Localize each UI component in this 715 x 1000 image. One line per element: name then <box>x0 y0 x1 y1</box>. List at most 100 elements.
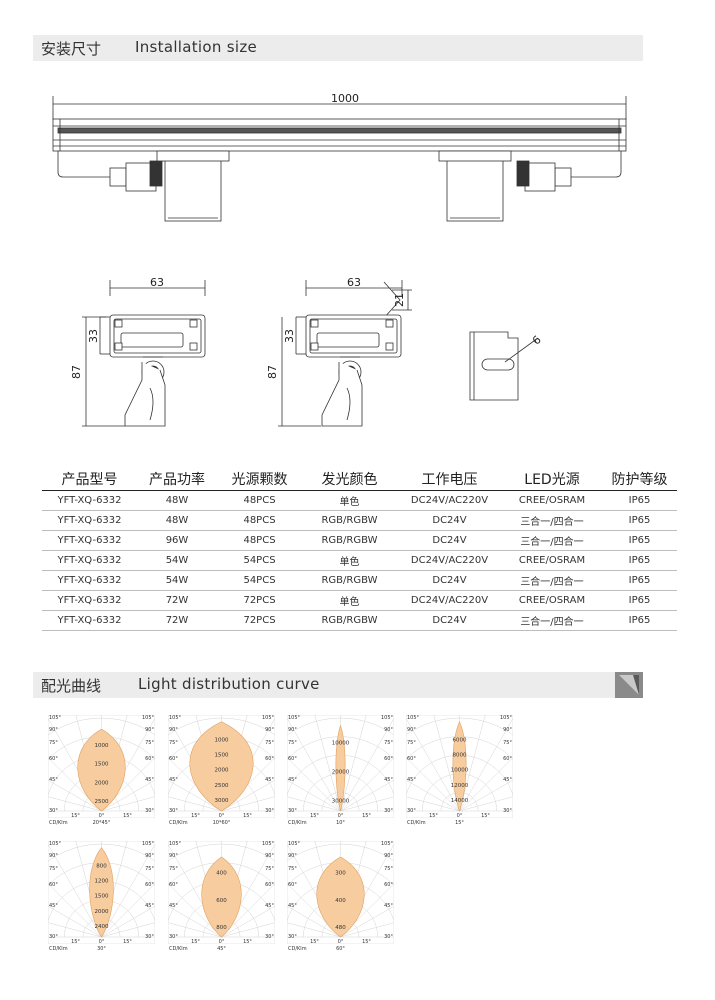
bottom-angle-label: 0° <box>338 939 344 945</box>
grid-arc <box>287 717 394 736</box>
unit-label: CD/Klm <box>49 946 68 952</box>
angle-label-right: 105° <box>262 715 275 721</box>
angle-label-left: 90° <box>407 727 416 733</box>
table-cell: 48PCS <box>217 530 302 551</box>
angle-label-left: 45° <box>288 903 297 909</box>
beam-angle-label: 45° <box>217 946 226 952</box>
unit-label: CD/Klm <box>288 946 307 952</box>
grid-arc <box>406 717 513 736</box>
angle-label-right: 45° <box>384 777 393 783</box>
table-cell: 48PCS <box>217 490 302 511</box>
table-cell: DC24V <box>397 610 502 631</box>
bottom-angle-label: 15° <box>362 939 371 945</box>
angle-label-left: 45° <box>407 777 416 783</box>
angle-label-right: 30° <box>145 934 154 940</box>
section-title-cn: 安装尺寸 <box>41 40 102 58</box>
intensity-label: 12000 <box>451 783 469 789</box>
table-cell: IP65 <box>602 570 677 591</box>
table-cell: YFT-XQ-6332 <box>42 530 137 551</box>
col-header: 产品功率 <box>137 468 217 491</box>
angle-label-left: 30° <box>49 808 58 814</box>
section-header-light-distribution: 配光曲线 Light distribution curve <box>33 672 643 698</box>
angle-label-right: 75° <box>384 866 393 872</box>
bottom-angle-label: 0° <box>457 813 463 819</box>
installation-drawing: 1000 63 33 87 <box>52 92 627 427</box>
bottom-angle-label: 15° <box>310 939 319 945</box>
table-cell: 54PCS <box>217 570 302 591</box>
beam-angle-label: 15° <box>455 820 464 826</box>
intensity-label: 2500 <box>215 783 229 789</box>
dim-length: 1000 <box>331 92 359 105</box>
table-cell: 三合一/四合一 <box>502 510 602 531</box>
angle-label-right: 60° <box>265 756 274 762</box>
angle-label-left: 30° <box>288 934 297 940</box>
section-title-cn: 配光曲线 <box>41 677 102 695</box>
bottom-angle-label: 15° <box>191 813 200 819</box>
col-header: 产品型号 <box>42 468 137 491</box>
intensity-label: 20000 <box>332 769 350 775</box>
angle-label-left: 30° <box>407 808 416 814</box>
table-cell: 72PCS <box>217 590 302 611</box>
table-cell: 96W <box>137 530 217 551</box>
angle-label-left: 45° <box>169 777 178 783</box>
angle-label-right: 30° <box>384 808 393 814</box>
angle-label-left: 105° <box>49 715 62 721</box>
bottom-angle-label: 15° <box>310 813 319 819</box>
table-cell: YFT-XQ-6332 <box>42 490 137 511</box>
angle-label-right: 30° <box>503 808 512 814</box>
intensity-label: 2000 <box>215 768 229 774</box>
angle-label-left: 30° <box>49 934 58 940</box>
table-cell: 三合一/四合一 <box>502 530 602 551</box>
intensity-label: 480 <box>335 925 346 931</box>
angle-label-left: 60° <box>49 882 58 888</box>
angle-label-right: 30° <box>145 808 154 814</box>
angle-label-left: 75° <box>49 740 58 746</box>
angle-label-right: 75° <box>145 740 154 746</box>
angle-label-left: 105° <box>407 715 420 721</box>
table-cell: 48W <box>137 490 217 511</box>
angle-label-left: 45° <box>49 903 58 909</box>
table-cell: 72PCS <box>217 610 302 631</box>
table-cell: 48PCS <box>217 510 302 531</box>
intensity-label: 1000 <box>215 737 229 743</box>
angle-label-left: 45° <box>288 777 297 783</box>
spec-table: 产品型号 产品功率 光源颗数 发光颜色 工作电压 LED光源 防护等级 YFT-… <box>42 468 677 631</box>
intensity-label: 10000 <box>332 740 350 746</box>
intensity-label: 8000 <box>453 753 467 759</box>
beam-shape <box>335 724 346 812</box>
spec-table-header: 产品型号 产品功率 光源颗数 发光颜色 工作电压 LED光源 防护等级 <box>42 468 677 491</box>
col-header: 防护等级 <box>602 468 677 491</box>
angle-label-right: 45° <box>145 777 154 783</box>
angle-label-right: 30° <box>265 934 274 940</box>
corner-logo-icon <box>615 672 643 698</box>
dim-h87-b: 87 <box>266 365 279 379</box>
angle-label-left: 30° <box>169 934 178 940</box>
col-header: 工作电压 <box>397 468 502 491</box>
angle-label-right: 105° <box>262 841 275 847</box>
angle-label-right: 30° <box>384 934 393 940</box>
table-cell: DC24V <box>397 570 502 591</box>
angle-label-left: 90° <box>49 727 58 733</box>
unit-label: CD/Klm <box>169 820 188 826</box>
intensity-label: 400 <box>335 898 346 904</box>
bottom-angle-label: 0° <box>219 813 225 819</box>
angle-label-left: 60° <box>407 756 416 762</box>
intensity-label: 1500 <box>215 753 229 759</box>
section-header-installation: 安装尺寸 Installation size <box>33 35 643 61</box>
col-header: 光源颗数 <box>217 468 302 491</box>
angle-label-left: 75° <box>288 740 297 746</box>
grid-arc <box>287 843 394 862</box>
bottom-angle-label: 15° <box>123 939 132 945</box>
table-cell: 54W <box>137 550 217 571</box>
angle-label-right: 90° <box>265 853 274 859</box>
angle-label-left: 45° <box>169 903 178 909</box>
angle-label-left: 30° <box>169 808 178 814</box>
angle-label-left: 60° <box>288 756 297 762</box>
